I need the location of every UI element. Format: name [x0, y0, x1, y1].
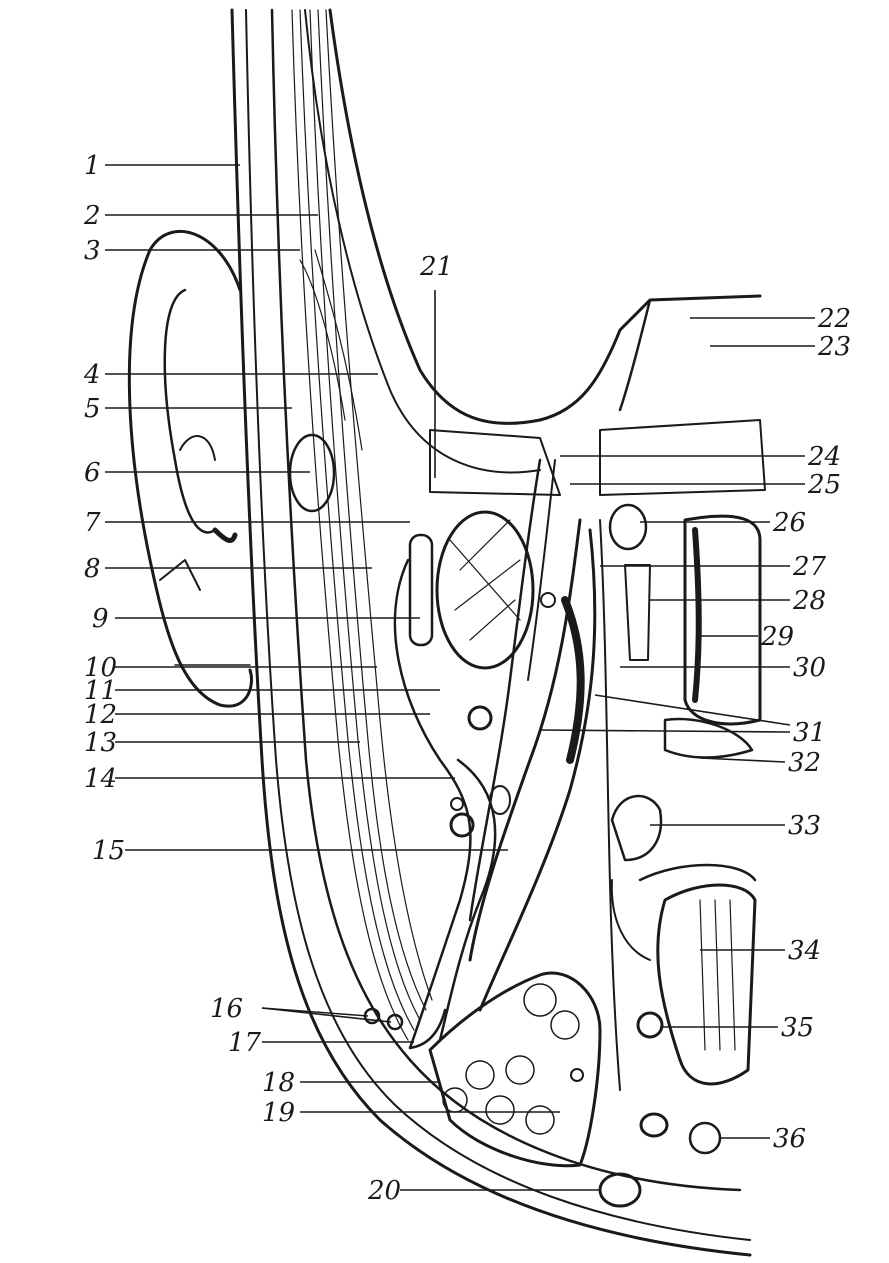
label-16: 16 [210, 994, 243, 1024]
label-1: 1 [84, 151, 101, 181]
label-13: 13 [84, 728, 117, 758]
label-7: 7 [84, 508, 101, 538]
label-29: 29 [760, 622, 794, 652]
label-35: 35 [781, 1013, 814, 1043]
label-27: 27 [792, 552, 827, 582]
label-33: 33 [788, 811, 821, 841]
label-4: 4 [83, 360, 101, 390]
label-21: 21 [419, 252, 453, 282]
label-34: 34 [788, 936, 821, 966]
label-8: 8 [84, 554, 101, 584]
skin-layers [230, 8, 752, 1257]
label-22: 22 [817, 304, 851, 334]
muscle-layer [291, 9, 433, 1041]
central-structures [288, 433, 597, 1050]
label-19: 19 [262, 1098, 295, 1128]
label-6: 6 [84, 458, 101, 488]
label-20: 20 [367, 1176, 401, 1206]
label-12: 12 [84, 700, 117, 730]
label-17: 17 [228, 1028, 262, 1058]
label-2: 2 [83, 201, 101, 231]
label-5: 5 [84, 394, 101, 424]
label-15: 15 [92, 836, 125, 866]
label-10: 10 [84, 653, 117, 683]
label-11: 11 [84, 676, 117, 706]
label-32: 32 [788, 748, 821, 778]
upper-bone [304, 8, 766, 496]
lower-structures [363, 971, 642, 1208]
label-numbers: 1 2 3 4 5 6 7 8 9 10 11 12 13 14 15 16 1… [83, 151, 851, 1206]
auricle [127, 230, 253, 708]
oral-region [599, 503, 762, 1155]
label-9: 9 [92, 604, 109, 634]
label-31: 31 [793, 718, 826, 748]
label-14: 14 [84, 764, 117, 794]
label-30: 30 [793, 653, 826, 683]
label-26: 26 [772, 508, 806, 538]
label-23: 23 [817, 332, 851, 362]
label-24: 24 [807, 442, 841, 472]
label-25: 25 [807, 470, 841, 500]
label-36: 36 [773, 1124, 806, 1154]
label-18: 18 [262, 1068, 295, 1098]
label-28: 28 [792, 586, 826, 616]
leader-lines [105, 164, 815, 1191]
label-3: 3 [84, 236, 101, 266]
